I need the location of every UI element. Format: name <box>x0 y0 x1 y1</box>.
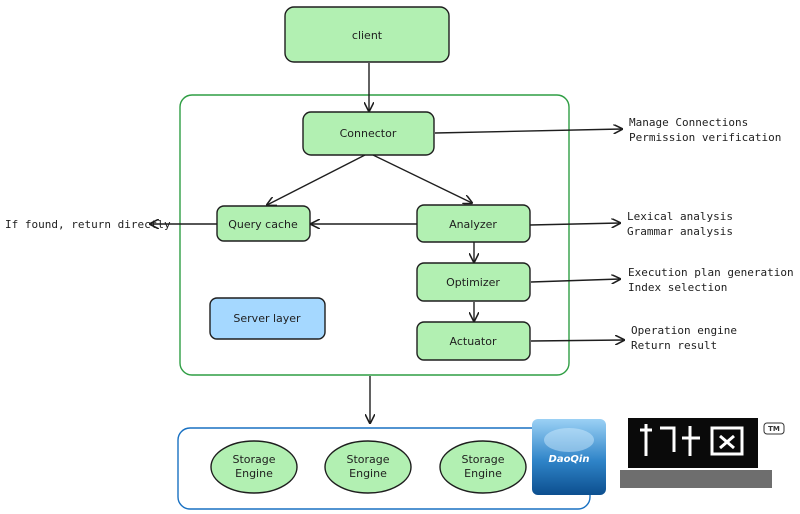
edge-optimizer-note <box>530 279 620 282</box>
node-analyzer-label: Analyzer <box>449 218 497 231</box>
node-client-label: client <box>352 29 383 42</box>
node-connector-label: Connector <box>340 127 397 140</box>
node-optimizer: Optimizer <box>416 262 531 302</box>
note-connector-1: Manage Connections <box>629 116 748 129</box>
trademark-text: TM <box>768 425 780 433</box>
edge-connector-analyzer <box>372 154 472 203</box>
node-storage-engine-2: Storage Engine <box>324 440 412 494</box>
node-analyzer: Analyzer <box>416 204 531 243</box>
edge-connector-note <box>434 129 622 133</box>
watermark: DaoQin TM <box>532 418 785 495</box>
note-connector-2: Permission verification <box>629 131 781 144</box>
node-actuator: Actuator <box>416 321 531 361</box>
storage-engine-2-line1: Storage <box>346 453 389 466</box>
edge-actuator-note <box>530 340 624 341</box>
node-server-layer-label: Server layer <box>233 312 301 325</box>
daoqin-logo-icon <box>532 419 606 495</box>
note-actuator-1: Operation engine <box>631 324 737 337</box>
note-analyzer-2: Grammar analysis <box>627 225 733 238</box>
node-storage-engine-1: Storage Engine <box>210 440 298 494</box>
node-query-cache-label: Query cache <box>228 218 298 231</box>
watermark-subtitle-bar <box>620 470 772 488</box>
storage-engine-1-line2: Engine <box>235 467 273 480</box>
note-optimizer-2: Index selection <box>628 281 727 294</box>
storage-engine-1-line1: Storage <box>232 453 275 466</box>
node-optimizer-label: Optimizer <box>446 276 500 289</box>
node-query-cache: Query cache <box>216 205 311 242</box>
node-server-layer: Server layer <box>209 297 326 340</box>
trademark-badge <box>763 422 785 435</box>
node-connector: Connector <box>302 111 435 156</box>
note-analyzer-1: Lexical analysis <box>627 210 733 223</box>
note-actuator-2: Return result <box>631 339 717 352</box>
storage-engine-3-line2: Engine <box>464 467 502 480</box>
note-optimizer-1: Execution plan generation <box>628 266 794 279</box>
edge-connector-querycache <box>267 154 366 205</box>
edge-analyzer-note <box>529 223 620 225</box>
watermark-logo-text: DaoQin <box>549 454 590 465</box>
watermark-chinese-wordmark <box>628 418 758 468</box>
node-storage-engine-3: Storage Engine <box>439 440 527 494</box>
node-actuator-label: Actuator <box>450 335 497 348</box>
node-client: client <box>284 6 450 63</box>
storage-engine-3-line1: Storage <box>461 453 504 466</box>
storage-engine-2-line2: Engine <box>349 467 387 480</box>
note-query-cache: If found, return directly <box>5 218 171 231</box>
watermark-spacer <box>606 419 628 467</box>
server-layer-frame <box>179 94 570 376</box>
